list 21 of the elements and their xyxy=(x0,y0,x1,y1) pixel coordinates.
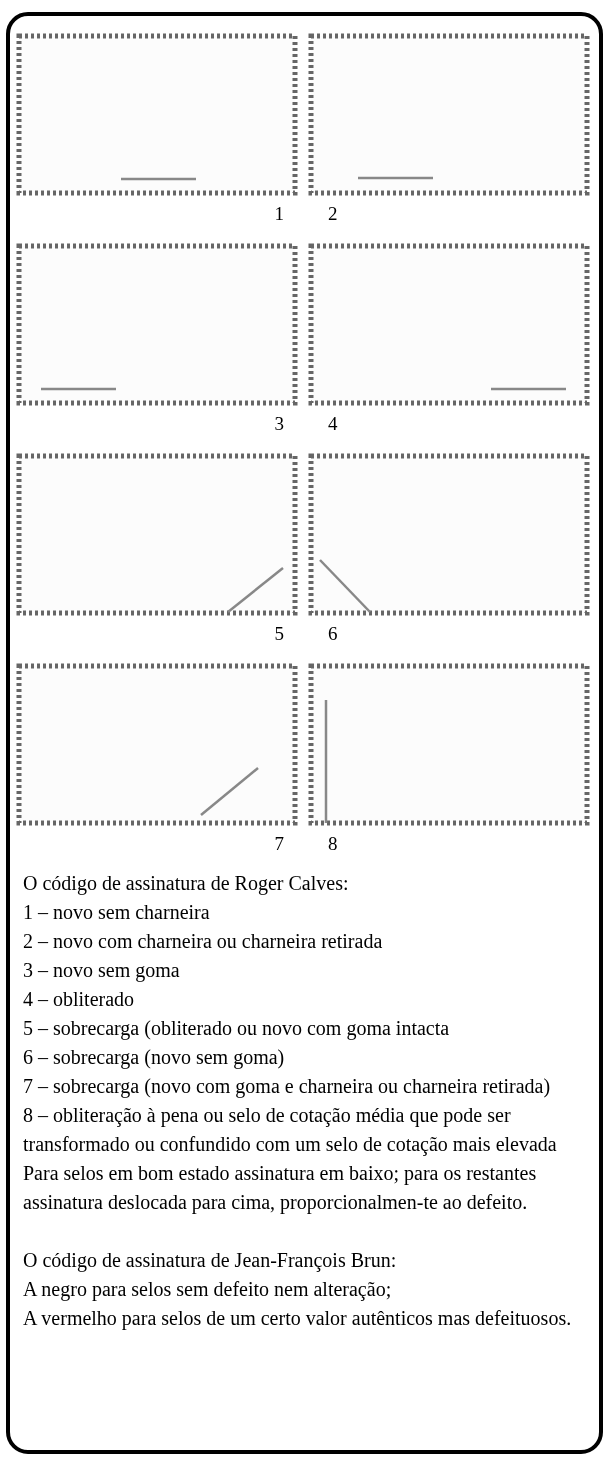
text-line: 4 – obliterado xyxy=(23,987,136,1012)
text-line: 3 – novo sem goma xyxy=(23,958,181,984)
text-line: 5 – sobrecarga (obliterado ou novo com goma intacta xyxy=(23,1016,451,1042)
text-line: 2 – novo com charneira ou charneira retirada xyxy=(23,929,384,954)
text-line: A negro para selos sem defeito nem alteração; xyxy=(23,1277,393,1303)
text-line: O código de assinatura de Roger Calves: xyxy=(23,871,350,897)
text-line: 6 – sobrecarga (novo sem goma) xyxy=(23,1045,286,1071)
caption-number: 4 xyxy=(328,413,338,435)
text-line: A vermelho para selos de um certo valor autênticos mas defeituosos. xyxy=(23,1306,573,1332)
text-line: O código de assinatura de Jean-François Brun: xyxy=(23,1248,398,1274)
caption-number: 8 xyxy=(328,833,338,855)
text-line: 1 – novo sem charneira xyxy=(23,900,211,925)
caption-number: 3 xyxy=(274,413,284,435)
text-line: 8 – obliteração à pena ou selo de cotação média que pode ser transformado ou confundido com um selo de cotação mais elevada xyxy=(23,1103,558,1158)
caption-number: 5 xyxy=(274,623,284,645)
text-line: 7 – sobrecarga (novo com goma e charneira ou charneira retirada) xyxy=(23,1074,552,1100)
caption-number: 6 xyxy=(328,623,338,645)
caption-number: 1 xyxy=(274,203,284,225)
caption-number: 7 xyxy=(274,833,284,855)
caption-number: 2 xyxy=(328,203,338,225)
text-line: Para selos em bom estado assinatura em baixo; para os restantes assinatura deslocada para cima, proporcionalmen-te ao defeito. xyxy=(23,1161,538,1216)
